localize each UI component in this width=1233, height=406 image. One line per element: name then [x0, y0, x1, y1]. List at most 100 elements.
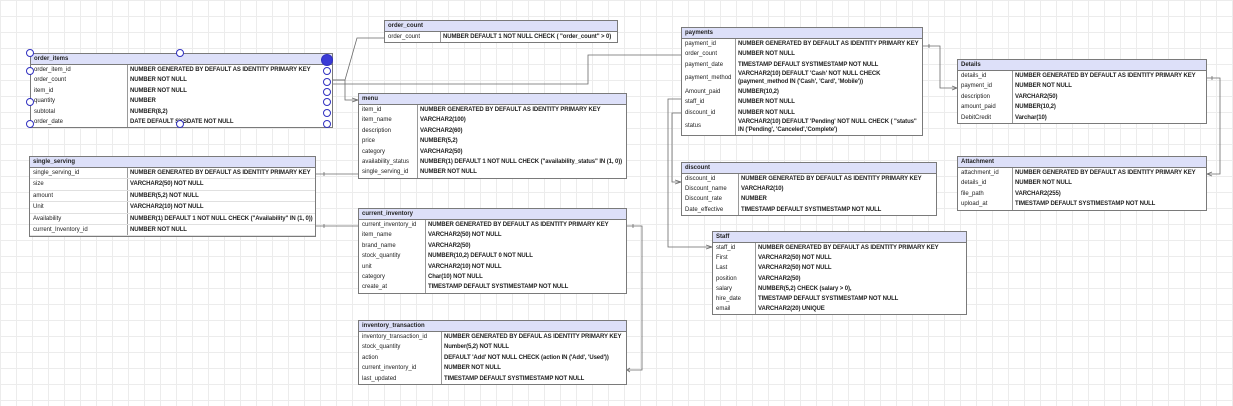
- resize-handle[interactable]: [321, 54, 333, 66]
- resize-handle[interactable]: [26, 67, 34, 75]
- table-title[interactable]: payments: [682, 28, 922, 39]
- table-title[interactable]: inventory_transaction: [359, 321, 626, 332]
- resize-handle[interactable]: [26, 49, 34, 57]
- resize-handle[interactable]: [323, 88, 331, 96]
- resize-handle[interactable]: [176, 120, 184, 128]
- resize-handle[interactable]: [323, 109, 331, 117]
- relationship-line[interactable]: [627, 225, 643, 371]
- table-title[interactable]: Staff: [713, 232, 966, 243]
- relationship-line[interactable]: [333, 79, 358, 101]
- resize-handle[interactable]: [26, 98, 34, 106]
- relationship-line[interactable]: [1207, 77, 1221, 175]
- table-title[interactable]: order_items: [31, 54, 332, 65]
- table-title[interactable]: menu: [359, 94, 626, 105]
- relationship-line[interactable]: [333, 54, 681, 85]
- table-title[interactable]: discount: [682, 163, 936, 174]
- table-title[interactable]: current_inventory: [359, 209, 626, 220]
- resize-handle[interactable]: [323, 78, 331, 86]
- resize-handle[interactable]: [323, 98, 331, 106]
- relationship-line[interactable]: [923, 45, 957, 89]
- relationship-line[interactable]: [671, 112, 681, 183]
- resize-handle[interactable]: [26, 120, 34, 128]
- table-title[interactable]: Attachment: [958, 157, 1206, 168]
- table-title[interactable]: Details: [958, 60, 1206, 71]
- resize-handle[interactable]: [323, 120, 331, 128]
- table-title[interactable]: single_serving: [30, 157, 315, 168]
- table-title[interactable]: order_count: [385, 21, 617, 32]
- relationship-line[interactable]: [333, 37, 384, 81]
- resize-handle[interactable]: [176, 49, 184, 57]
- resize-handle[interactable]: [323, 67, 331, 75]
